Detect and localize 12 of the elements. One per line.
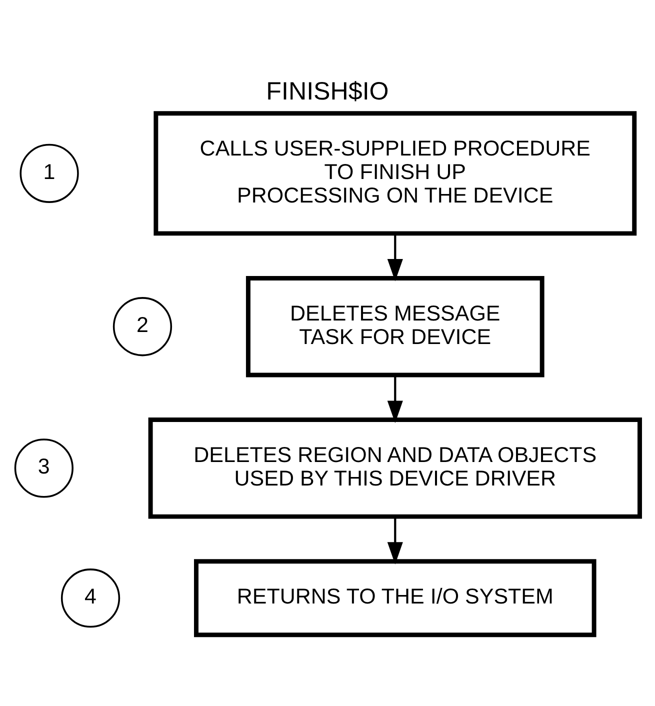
node-box: DELETES REGION AND DATA OBJECTS USED BY THIS DEVICE DRIVER: [148, 417, 642, 518]
node-circle: 1: [20, 143, 79, 202]
node-box: RETURNS TO THE I/O SYSTEM: [194, 558, 596, 637]
node-box: DELETES MESSAGE TASK FOR DEVICE: [246, 276, 544, 377]
node-circle: 4: [60, 568, 120, 628]
node-circle: 2: [112, 296, 172, 356]
node-circle: 3: [14, 438, 74, 498]
diagram-title: FINISH$IO: [266, 76, 389, 105]
arrow: [387, 374, 403, 422]
arrow: [387, 516, 403, 564]
arrow: [387, 232, 403, 281]
node-box: CALLS USER-SUPPLIED PROCEDURE TO FINISH UP PROCESSING ON THE DEVICE: [154, 110, 637, 236]
